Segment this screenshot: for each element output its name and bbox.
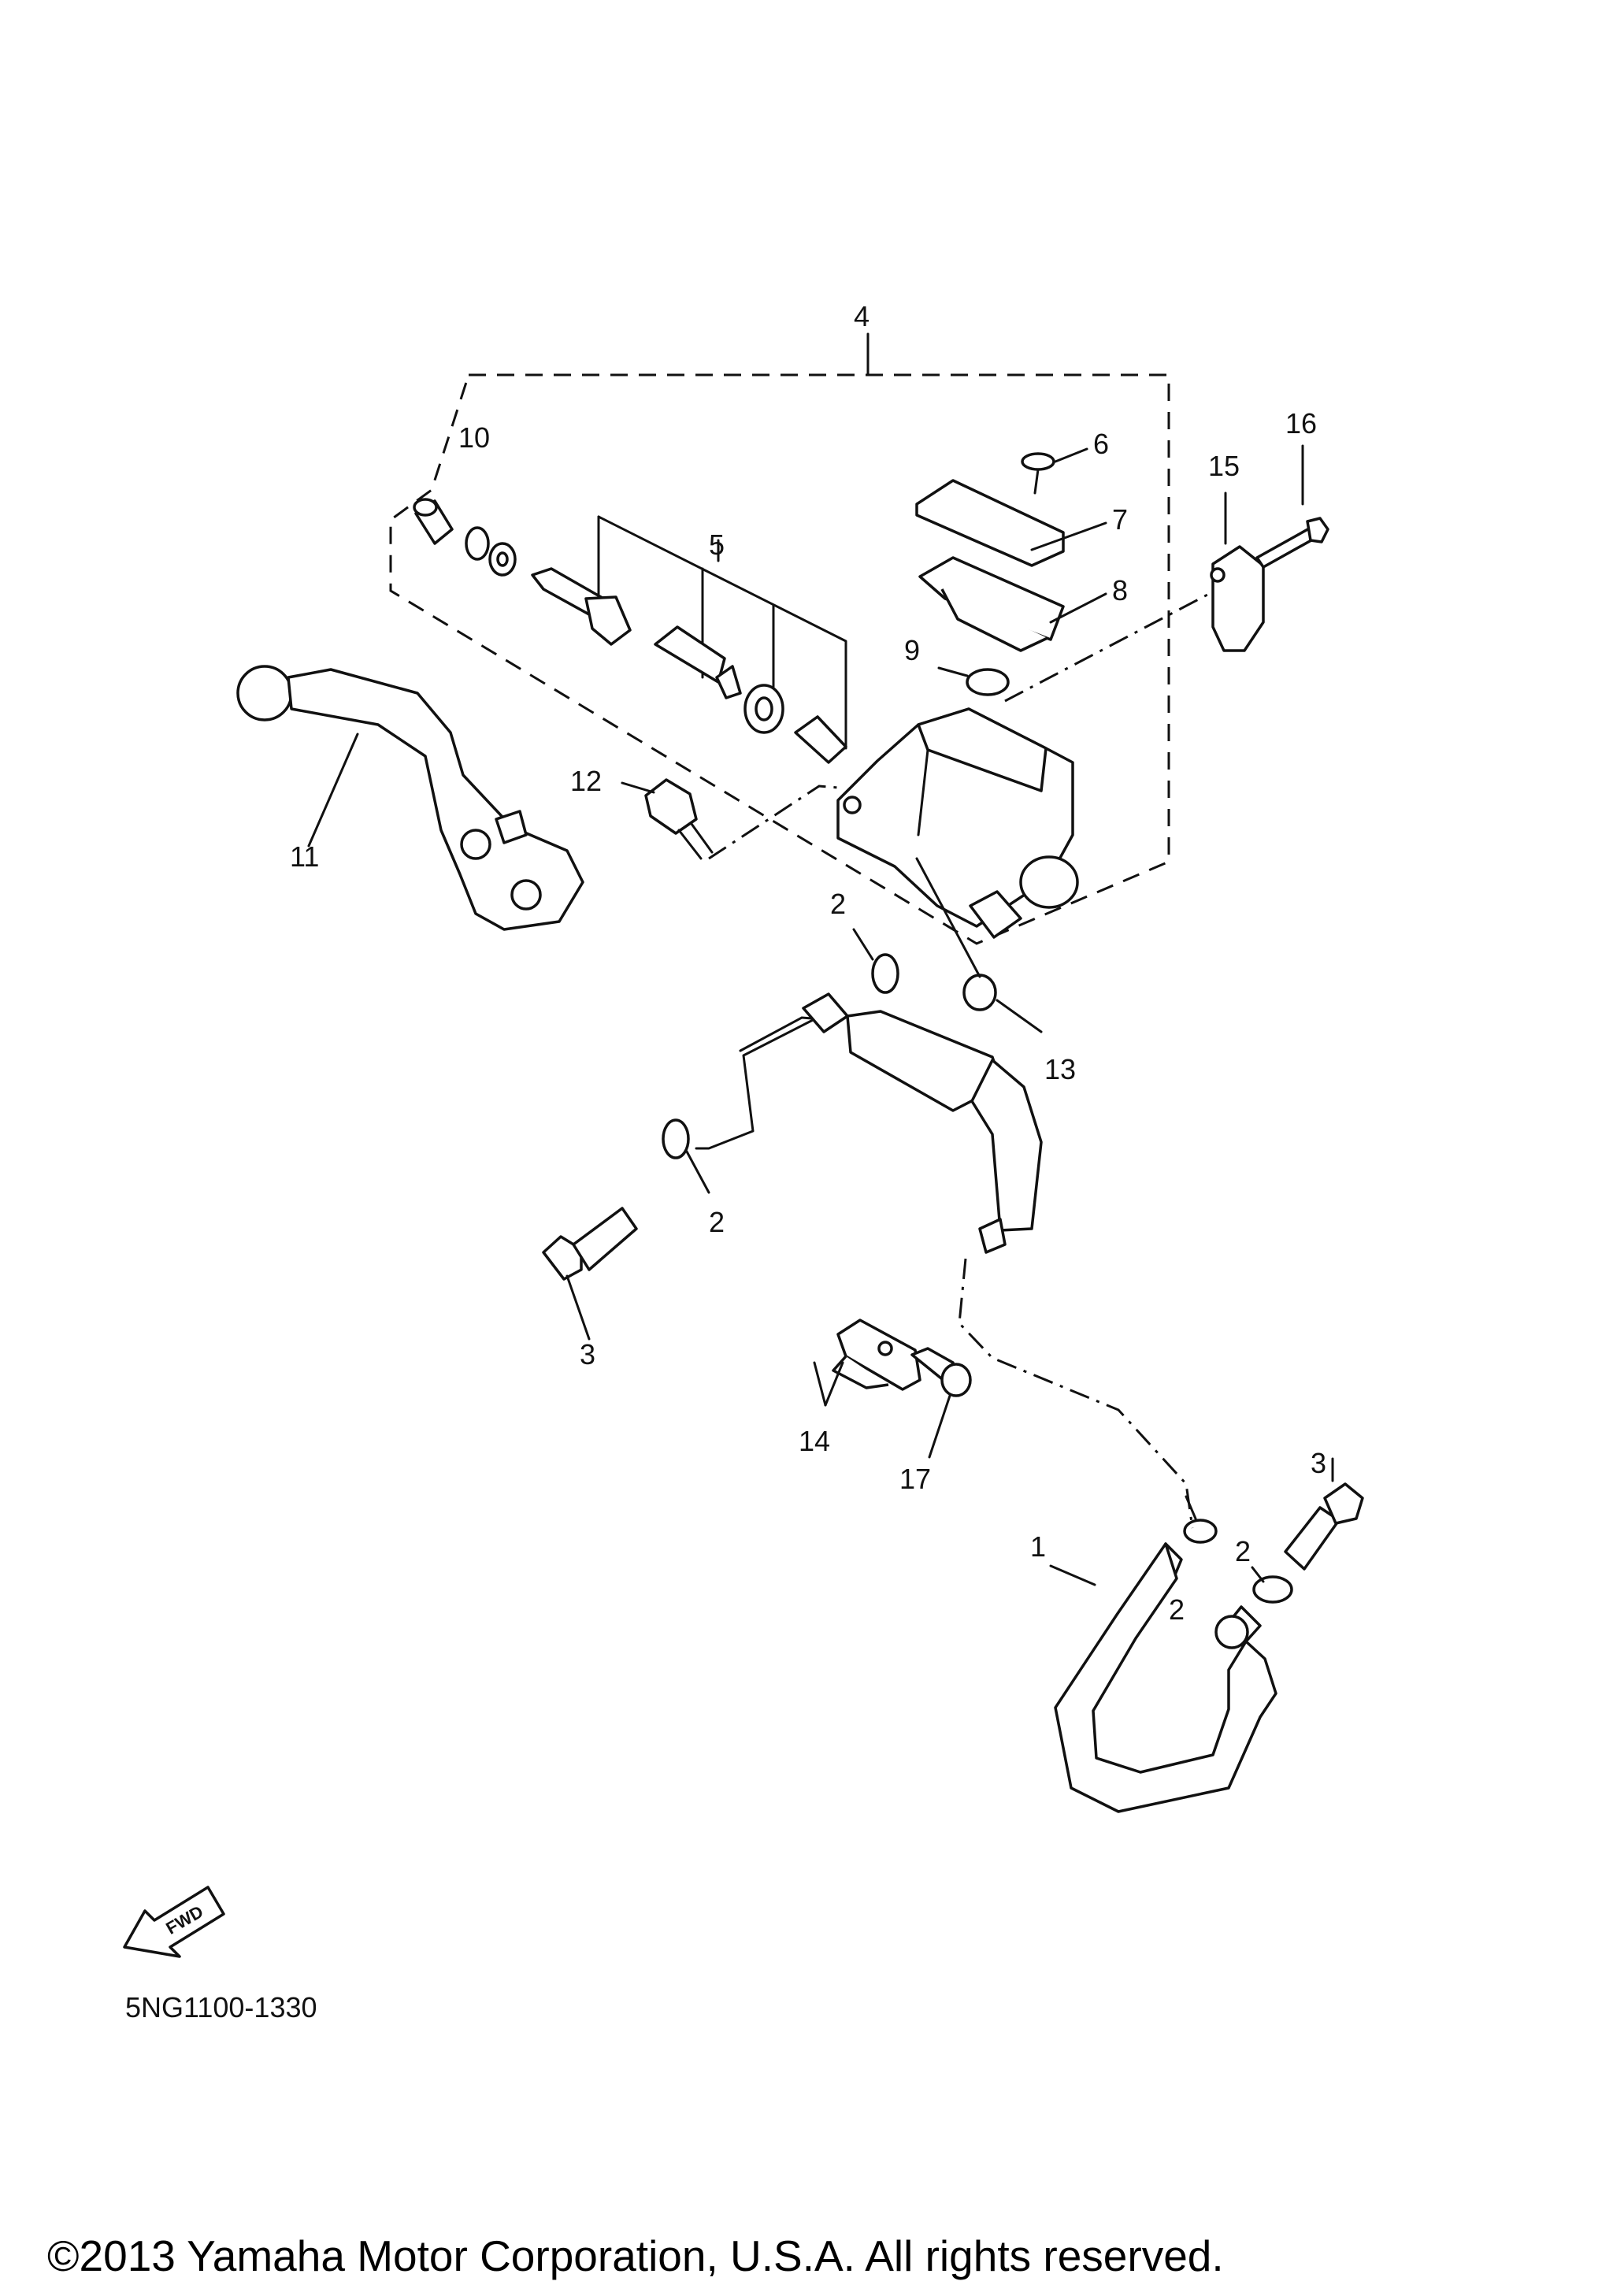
callout-3-left: 3	[580, 1338, 595, 1371]
part-3-union-bolt-right	[1284, 1457, 1364, 1571]
part-10-boot	[413, 498, 517, 577]
callout-17: 17	[899, 1463, 931, 1495]
part-2-washer-upper	[852, 928, 899, 994]
part-9-protector	[937, 666, 1010, 696]
copyright-notice: ©2013 Yamaha Motor Corporation, U.S.A. A…	[47, 2231, 1224, 2280]
part-8-diaphragm	[918, 556, 1107, 652]
callout-1: 1	[1030, 1530, 1046, 1563]
part-3-union-bolt-left	[542, 1207, 638, 1341]
part-2-washer-lower-right	[1251, 1566, 1293, 1604]
callout-15: 16	[1285, 407, 1317, 440]
fwd-arrow-icon: FWD	[123, 1886, 225, 1958]
part-5-piston-kit	[531, 515, 847, 764]
callout-2-middle: 2	[709, 1206, 725, 1238]
master-cylinder-body	[836, 584, 1225, 939]
callout-2-lower-left: 2	[1169, 1593, 1185, 1626]
part-11-lever	[236, 665, 584, 931]
part-7-cap	[915, 479, 1107, 567]
callout-7: 7	[1112, 503, 1128, 536]
callout-5: 5	[709, 529, 725, 561]
callout-2-lower-right: 2	[1235, 1535, 1251, 1567]
callout-16: 14	[799, 1425, 830, 1457]
assembly-boundary-4	[389, 332, 1170, 945]
callout-14: 15	[1208, 450, 1240, 482]
part-2-washer-middle	[662, 1118, 710, 1194]
part-15-bolt	[1255, 444, 1329, 569]
callout-8: 8	[1112, 574, 1128, 606]
callout-11: 11	[290, 840, 319, 873]
part-1-hose	[695, 992, 1277, 1813]
part-2-washer-lower-left	[1183, 1495, 1218, 1544]
callout-13: 13	[1044, 1053, 1076, 1085]
diagram-code: 5NG1100-1330	[125, 1991, 317, 2023]
callout-9: 9	[904, 634, 920, 666]
callout-12: 12	[570, 765, 602, 797]
part-17-bolt	[910, 1347, 972, 1459]
callout-6: 6	[1093, 428, 1109, 460]
part-16-hose-guide	[813, 1319, 921, 1407]
callout-2-upper: 2	[830, 888, 846, 920]
part-13-nut	[915, 857, 1043, 1033]
callout-3-right: 3	[1311, 1447, 1326, 1479]
callout-4: 4	[854, 300, 870, 332]
part-12-pivot-bolt	[621, 778, 839, 860]
callout-10: 10	[458, 421, 490, 454]
part-6-screw	[1021, 447, 1088, 495]
part-14-holder	[1210, 491, 1265, 652]
callout-labels: 4 10 6 16 15 7 5 8 9 12 11 2 13 2 3 14 1…	[290, 300, 1326, 1626]
